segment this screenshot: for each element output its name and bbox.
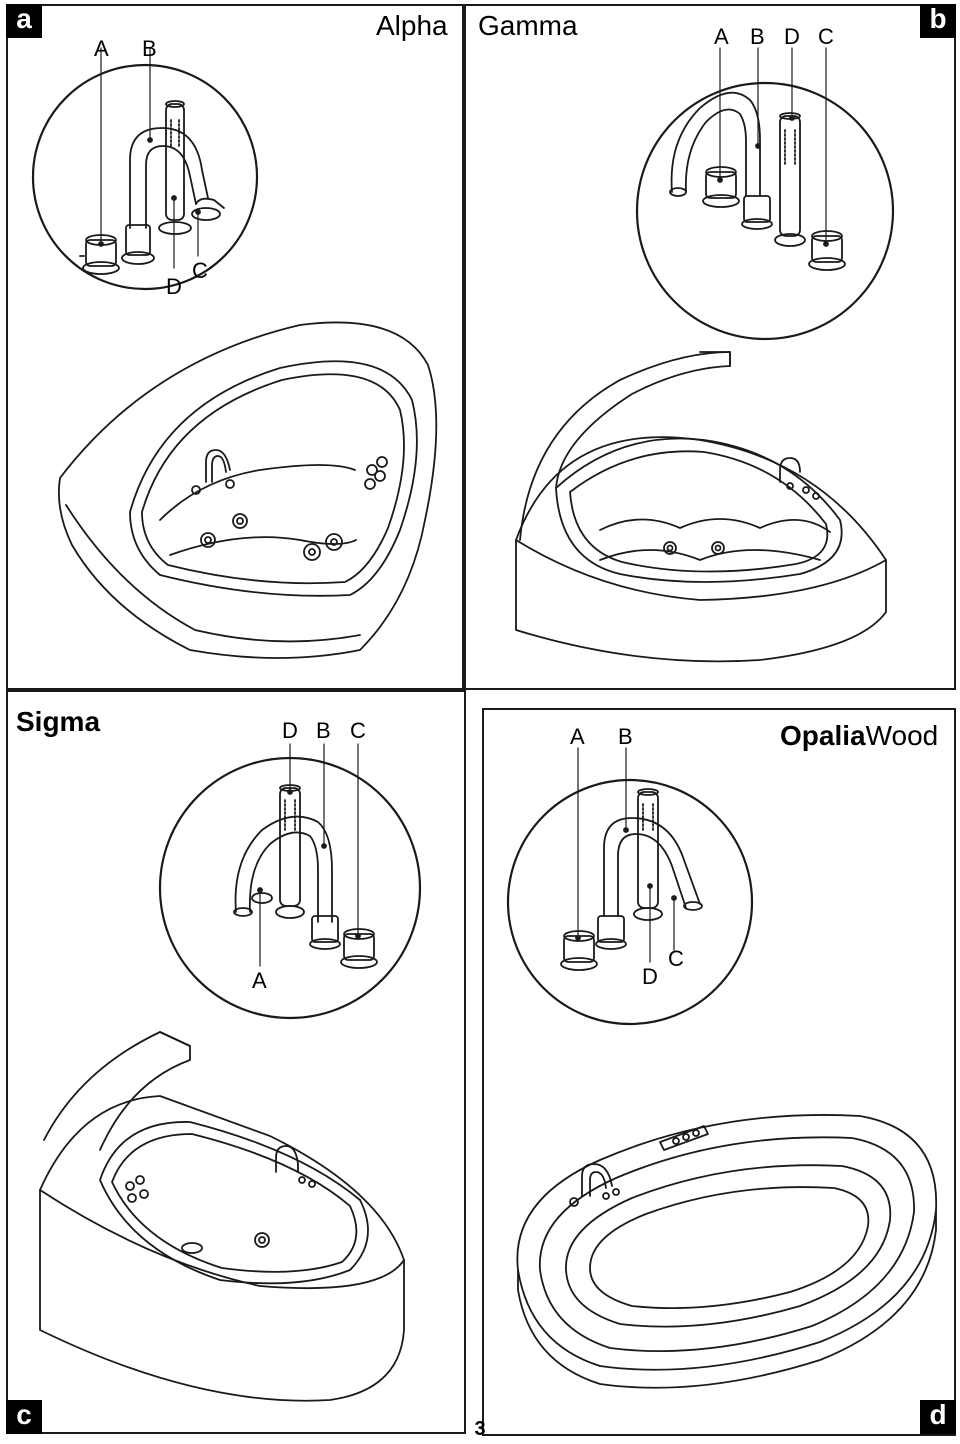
label-b-top-2: B <box>750 24 765 49</box>
label-d-top-2: B <box>618 724 633 749</box>
label-d-top-1: A <box>570 724 585 749</box>
label-a-bottom-1: D <box>166 274 182 299</box>
label-d-bottom-2: C <box>668 946 684 971</box>
panel-d-frame <box>482 708 956 1436</box>
sigma-bathtub <box>39 1031 405 1402</box>
model-title-sigma: Sigma <box>16 706 101 737</box>
model-title-opalia: Opalia <box>780 720 866 751</box>
label-d-bottom-1: D <box>642 964 658 989</box>
model-title-wood: Wood <box>865 720 939 751</box>
label-a-top-1: A <box>94 36 109 61</box>
label-a-top-2: B <box>142 36 157 61</box>
alpha-faucet-detail <box>31 47 259 291</box>
opaliawood-faucet-detail <box>506 747 754 1026</box>
panel-tag-b: b <box>920 4 956 38</box>
alpha-bathtub <box>57 321 438 659</box>
label-b-top-1: A <box>714 24 729 49</box>
label-b-top-3: D <box>784 24 800 49</box>
panel-c-frame <box>6 690 466 1434</box>
gamma-bathtub <box>515 351 887 663</box>
panel-tag-d: d <box>920 1400 956 1434</box>
sigma-faucet-detail <box>158 743 422 1020</box>
label-c-top-3: C <box>350 718 366 743</box>
label-c-bottom-1: A <box>252 968 267 993</box>
label-a-bottom-2: C <box>192 258 208 283</box>
model-title-alpha: Alpha <box>376 10 448 41</box>
model-title-opaliawood: OpaliaWood <box>780 720 938 752</box>
model-title-gamma: Gamma <box>478 10 578 41</box>
label-c-top-1: D <box>282 718 298 743</box>
label-b-top-4: C <box>818 24 834 49</box>
panel-a-frame <box>6 4 464 690</box>
gamma-faucet-detail <box>635 47 895 341</box>
opaliawood-bathtub <box>516 1114 938 1389</box>
panel-tag-c: c <box>6 1400 42 1434</box>
label-c-top-2: B <box>316 718 331 743</box>
page-number: 3 <box>474 1418 486 1440</box>
panel-b-frame <box>464 4 956 690</box>
panel-tag-a: a <box>6 4 42 38</box>
